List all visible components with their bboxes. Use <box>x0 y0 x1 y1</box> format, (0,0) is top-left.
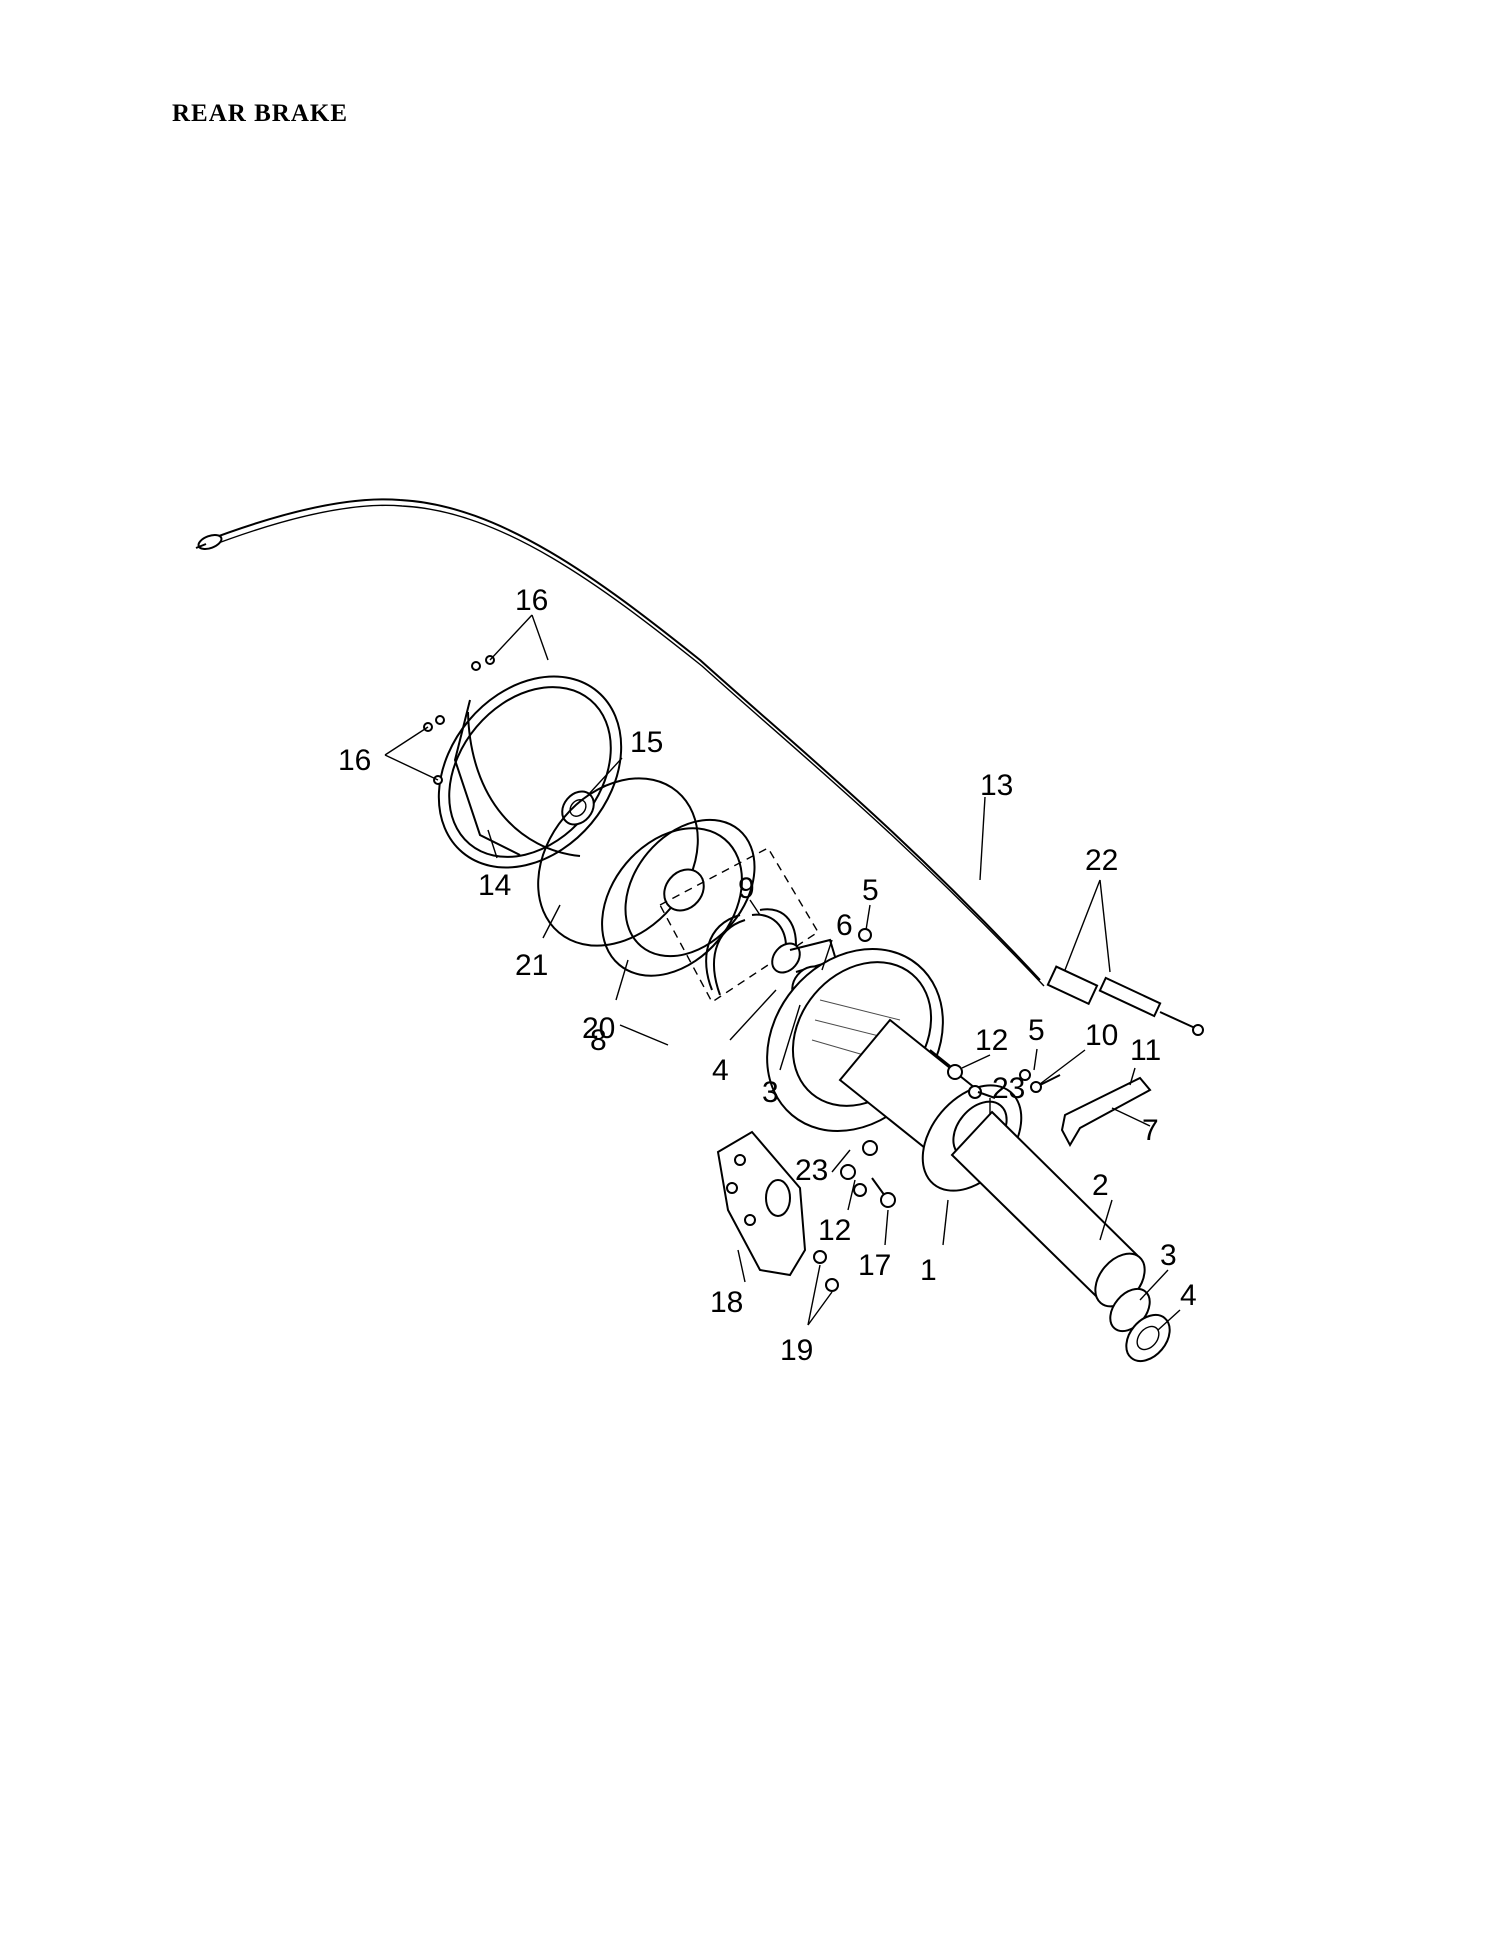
axle-sleeve <box>950 1110 1146 1308</box>
callout-23b: 23 <box>795 1154 828 1187</box>
callout-3b: 3 <box>1160 1239 1177 1272</box>
callout-9: 9 <box>738 872 755 905</box>
callout-20: 20 <box>582 1012 615 1045</box>
seal-4 <box>1125 1313 1171 1363</box>
fasteners <box>840 1049 996 1208</box>
callout-22: 22 <box>1085 844 1118 877</box>
brake-cable <box>195 498 1204 1036</box>
callout-2: 2 <box>1092 1169 1109 1202</box>
bolt-19a <box>813 1250 827 1264</box>
callout-7: 7 <box>1142 1114 1159 1147</box>
callout-4b: 4 <box>1180 1279 1197 1312</box>
callout-11: 11 <box>1130 1034 1161 1067</box>
callout-16b: 16 <box>338 744 371 777</box>
callout-4a: 4 <box>712 1054 729 1087</box>
page-title: REAR BRAKE <box>172 100 348 127</box>
leader-lines <box>384 614 1181 1331</box>
callout-5a: 5 <box>862 874 879 907</box>
callout-12a: 12 <box>975 1024 1008 1057</box>
callout-3a: 3 <box>762 1076 779 1109</box>
callout-13: 13 <box>980 769 1013 802</box>
callout-10: 10 <box>1085 1019 1118 1052</box>
callout-18: 18 <box>710 1286 743 1319</box>
brake-drum <box>601 818 756 977</box>
callout-labels: 16 16 15 14 21 20 9 6 5 8 4 3 13 22 12 5… <box>338 584 1197 1367</box>
callout-5b: 5 <box>1028 1014 1045 1047</box>
drum-cover <box>437 675 623 869</box>
callout-12b: 12 <box>818 1214 851 1247</box>
callout-8: 8 <box>590 1024 607 1057</box>
callout-15: 15 <box>630 726 663 759</box>
callout-6: 6 <box>836 909 853 942</box>
bolt-19b <box>825 1278 839 1292</box>
callout-23a: 23 <box>992 1072 1025 1105</box>
callout-17: 17 <box>858 1249 891 1282</box>
callout-1: 1 <box>920 1254 937 1287</box>
callout-21: 21 <box>515 949 548 982</box>
guard-plate <box>716 1130 807 1277</box>
brake-lever <box>1019 1069 1152 1148</box>
callout-16a: 16 <box>515 584 548 617</box>
callout-14: 14 <box>478 869 511 902</box>
callout-19: 19 <box>780 1334 813 1367</box>
